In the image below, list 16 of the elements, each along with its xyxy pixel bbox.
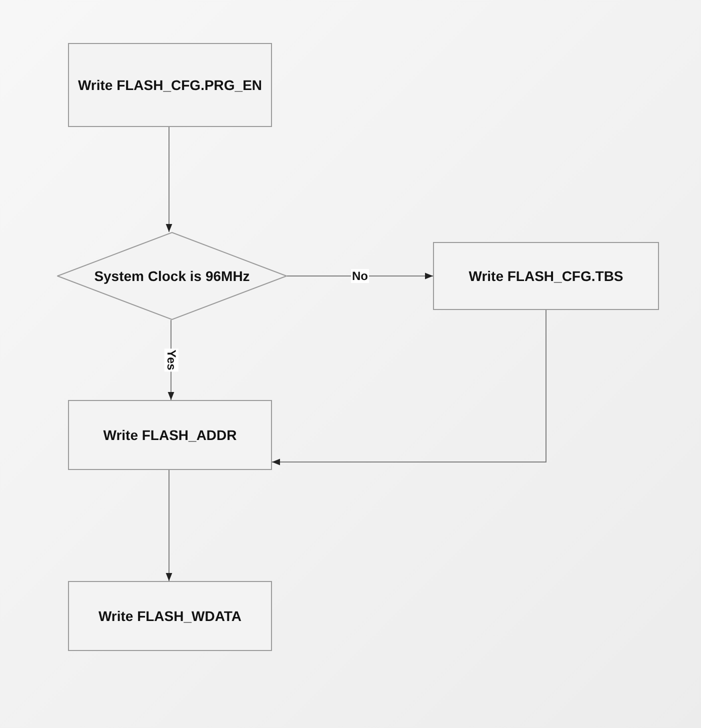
- node-label: System Clock is 96MHz: [94, 268, 250, 284]
- node-label: Write FLASH_CFG.PRG_EN: [78, 77, 262, 93]
- arrow: [166, 470, 172, 582]
- edge-label: Yes: [164, 348, 178, 372]
- process-box: [433, 242, 659, 310]
- decision-diamond: [57, 232, 287, 320]
- node-label: Write FLASH_WDATA: [98, 608, 242, 624]
- arrow: [166, 126, 172, 232]
- edge-label: No: [351, 269, 369, 283]
- node-label: Write FLASH_CFG.TBS: [468, 268, 624, 284]
- process-box: [68, 400, 272, 470]
- arrow: [286, 272, 434, 280]
- process-box: [68, 43, 272, 127]
- process-box: [68, 581, 272, 651]
- node-label: Write FLASH_ADDR: [103, 427, 237, 443]
- arrow: [272, 310, 546, 466]
